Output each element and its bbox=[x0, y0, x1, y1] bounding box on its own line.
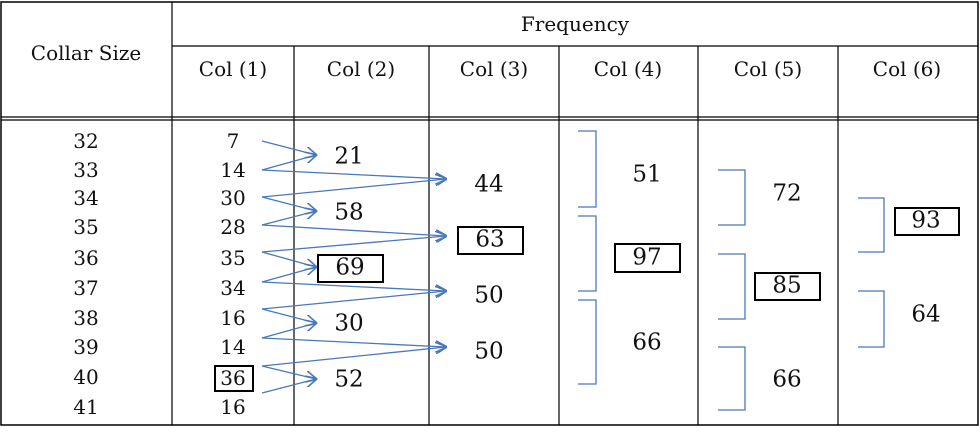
arrow bbox=[261, 169, 446, 179]
arrow bbox=[261, 211, 316, 226]
arrow bbox=[261, 365, 316, 379]
bracket bbox=[578, 130, 597, 208]
collar-size-cell: 40 bbox=[73, 365, 99, 389]
collar-size-cell: 33 bbox=[73, 158, 99, 182]
arrow bbox=[261, 291, 446, 310]
col5-brackets bbox=[718, 169, 746, 411]
col5-cell-highlighted: 85 bbox=[772, 272, 802, 299]
collar-size-cell: 38 bbox=[73, 306, 99, 330]
max-highlight-box bbox=[754, 272, 821, 301]
col1-cell: 7 bbox=[226, 129, 240, 153]
arrow bbox=[261, 155, 316, 171]
col1-cell: 28 bbox=[220, 215, 246, 239]
col4-cell: 66 bbox=[632, 329, 662, 356]
max-highlight-box bbox=[317, 254, 384, 283]
col1-cell: 16 bbox=[220, 395, 246, 419]
arrow bbox=[261, 196, 316, 211]
arrow bbox=[261, 337, 446, 347]
col6-cell: 64 bbox=[911, 301, 941, 328]
col2-cell: 30 bbox=[334, 310, 364, 337]
bracket bbox=[858, 290, 885, 348]
max-highlight-box bbox=[457, 226, 524, 255]
collar-size-cell: 35 bbox=[73, 215, 99, 239]
arrow bbox=[261, 323, 316, 339]
col1-cell: 34 bbox=[220, 276, 246, 300]
col5-cell: 66 bbox=[772, 366, 802, 393]
col1-to-col3-arrows bbox=[261, 169, 446, 367]
bracket bbox=[858, 197, 885, 253]
col2-cell-highlighted: 69 bbox=[335, 254, 365, 281]
bracket bbox=[718, 253, 746, 320]
col-5-header: Col (5) bbox=[733, 57, 803, 81]
col1-cell: 14 bbox=[220, 158, 246, 182]
col3-cell: 44 bbox=[474, 171, 504, 198]
col6-cell-highlighted: 93 bbox=[911, 207, 941, 234]
col2-cell: 58 bbox=[334, 199, 364, 226]
max-highlight-box bbox=[614, 243, 681, 273]
bracket bbox=[718, 346, 746, 411]
col1-cell: 30 bbox=[220, 186, 246, 210]
col1-cell: 16 bbox=[220, 306, 246, 330]
collar-size-header: Collar Size bbox=[30, 41, 142, 65]
arrow bbox=[261, 224, 446, 236]
table-border bbox=[0, 1, 979, 426]
col1-to-col2-arrows bbox=[261, 140, 316, 394]
bracket bbox=[578, 299, 597, 385]
bracket bbox=[718, 169, 746, 226]
col4-brackets bbox=[578, 130, 597, 385]
collar-size-cell: 41 bbox=[73, 395, 99, 419]
col-6-header: Col (6) bbox=[872, 57, 942, 81]
arrow bbox=[261, 267, 316, 283]
col1-cell: 14 bbox=[220, 335, 246, 359]
max-highlight-box bbox=[894, 207, 960, 236]
col2-cell: 52 bbox=[334, 366, 364, 393]
col2-cell: 21 bbox=[334, 143, 364, 170]
collar-size-cell: 32 bbox=[73, 129, 99, 153]
arrow bbox=[261, 179, 446, 198]
arrow bbox=[261, 140, 316, 155]
col-3-header: Col (3) bbox=[459, 57, 529, 81]
arrow bbox=[261, 251, 316, 267]
col1-cell-highlighted: 36 bbox=[220, 366, 246, 390]
collar-size-cell: 36 bbox=[73, 246, 99, 270]
arrow bbox=[261, 379, 316, 394]
collar-size-cell: 39 bbox=[73, 335, 99, 359]
col-1-header: Col (1) bbox=[198, 57, 268, 81]
arrow bbox=[261, 236, 446, 253]
col-2-header: Col (2) bbox=[326, 57, 396, 81]
max-highlight-box bbox=[214, 365, 254, 392]
col4-cell: 51 bbox=[632, 161, 662, 188]
col5-cell: 72 bbox=[772, 180, 802, 207]
arrow bbox=[261, 308, 316, 323]
arrow bbox=[261, 347, 446, 367]
col1-cell: 35 bbox=[220, 246, 246, 270]
col3-cell-highlighted: 63 bbox=[475, 226, 505, 253]
collar-size-cell: 34 bbox=[73, 186, 99, 210]
collar-size-cell: 37 bbox=[73, 276, 99, 300]
col6-brackets bbox=[858, 197, 885, 348]
col4-cell-highlighted: 97 bbox=[632, 244, 662, 271]
col3-cell: 50 bbox=[474, 338, 504, 365]
bracket bbox=[578, 215, 597, 292]
arrow bbox=[261, 281, 446, 291]
col-4-header: Col (4) bbox=[593, 57, 663, 81]
frequency-header: Frequency bbox=[520, 12, 630, 36]
col3-cell: 50 bbox=[474, 282, 504, 309]
